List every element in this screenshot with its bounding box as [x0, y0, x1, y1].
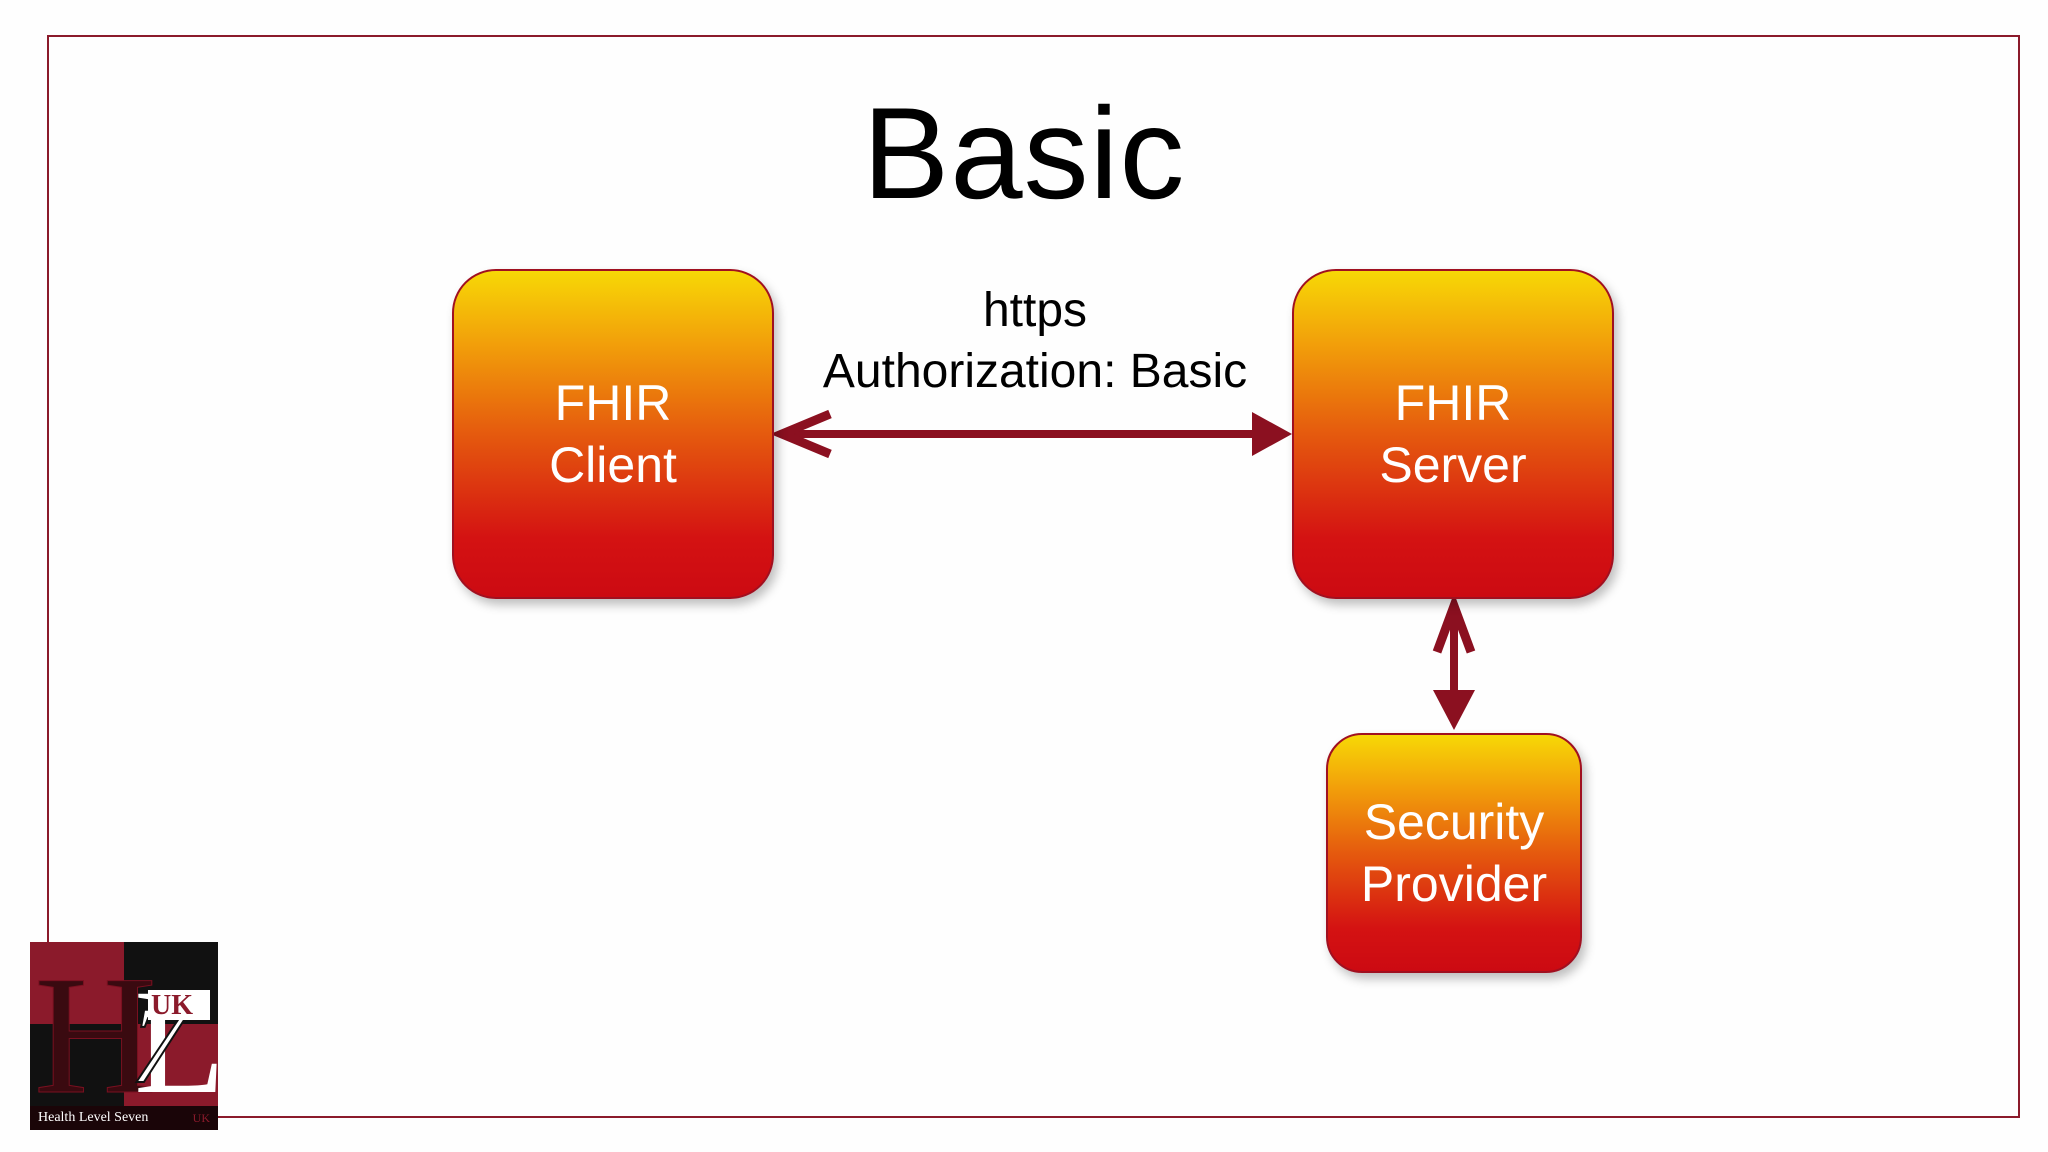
- node-security-provider-line1: Security: [1363, 794, 1545, 850]
- node-fhir-client-line1: FHIR: [554, 375, 672, 431]
- logo-letter-h: H: [34, 942, 157, 1106]
- node-fhir-client-line2: Client: [549, 437, 677, 493]
- logo-letter-l: L: [134, 959, 218, 1106]
- slide-title: Basic: [862, 80, 1186, 226]
- edge-label-protocol: https: [982, 284, 1088, 337]
- node-security-provider-line2: Provider: [1360, 856, 1548, 912]
- edge-label-authorization: Authorization: Basic: [822, 345, 1248, 398]
- hl7-logo-mark: H L 7 UK: [30, 942, 218, 1130]
- hl7-uk-logo: H L 7 UK Health Level Seven UK: [30, 942, 218, 1130]
- node-fhir-server: FHIR Server: [1292, 269, 1614, 599]
- logo-region: UK: [151, 990, 193, 1021]
- node-fhir-client: FHIR Client: [452, 269, 774, 599]
- node-fhir-server-line2: Server: [1379, 437, 1527, 493]
- logo-caption-region: UK: [192, 1111, 210, 1125]
- node-fhir-server-line1: FHIR: [1394, 375, 1512, 431]
- node-security-provider: Security Provider: [1326, 733, 1582, 973]
- slide-frame: [47, 35, 2020, 1118]
- logo-caption: Health Level Seven: [30, 1106, 218, 1130]
